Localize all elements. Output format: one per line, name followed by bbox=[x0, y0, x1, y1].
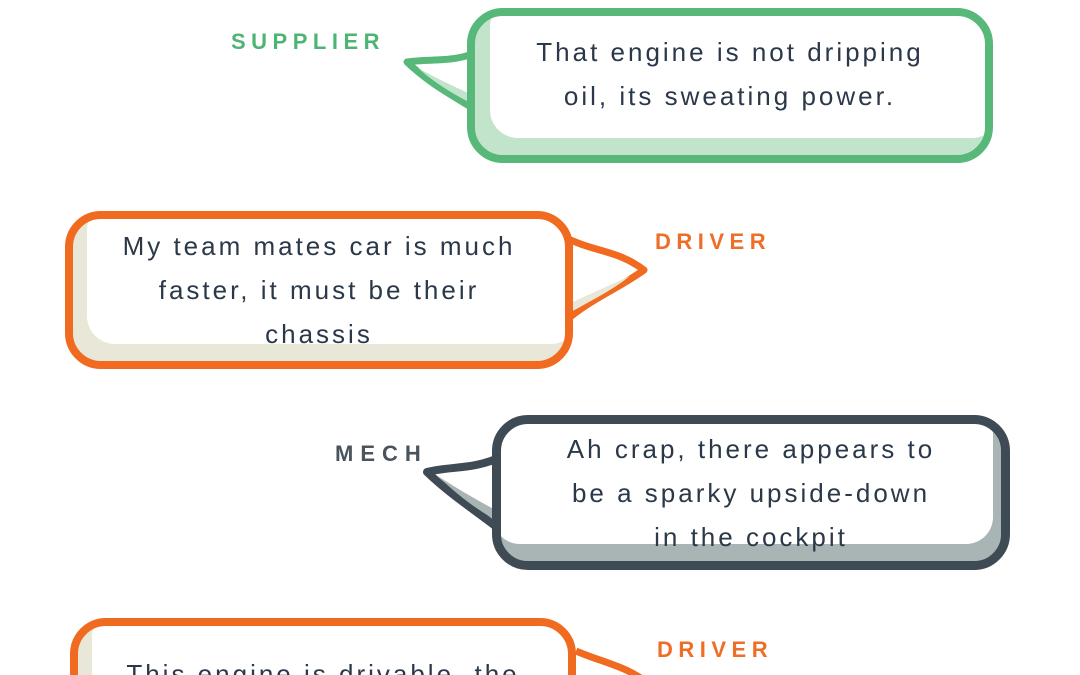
bubble-text-line: My team mates car is much bbox=[122, 231, 516, 261]
bubble-text-line: faster, it must be their bbox=[158, 275, 480, 305]
bubble-text-line: This engine is drivable, the bbox=[126, 659, 520, 675]
speaker-label-supplier: SUPPLIER bbox=[231, 29, 386, 54]
speaker-label-driver: DRIVER bbox=[655, 229, 772, 254]
speech-bubble-supplier: That engine is not dripping oil, its swe… bbox=[467, 8, 993, 163]
speech-bubble-driver-1: My team mates car is much faster, it mus… bbox=[65, 211, 573, 369]
bubble-text-line: in the cockpit bbox=[654, 522, 848, 552]
speaker-label-driver: DRIVER bbox=[657, 637, 774, 662]
bubble-text-line: be a sparky upside-down bbox=[571, 478, 931, 508]
speech-bubble-driver-2: This engine is drivable, the bbox=[70, 618, 576, 675]
speech-tail-left-icon bbox=[423, 452, 504, 536]
bubble-text-line: chassis bbox=[265, 319, 373, 349]
speech-tail-right-icon bbox=[574, 647, 643, 675]
bubble-text-line: Ah crap, there appears to bbox=[566, 434, 936, 464]
bubble-text-line: That engine is not dripping bbox=[536, 37, 924, 67]
speaker-label-mech: MECH bbox=[335, 441, 428, 466]
bubble-text-line: oil, its sweating power. bbox=[563, 81, 897, 111]
speech-bubble-mech: Ah crap, there appears to be a sparky up… bbox=[492, 415, 1010, 570]
speech-tail-right-icon bbox=[561, 233, 648, 325]
